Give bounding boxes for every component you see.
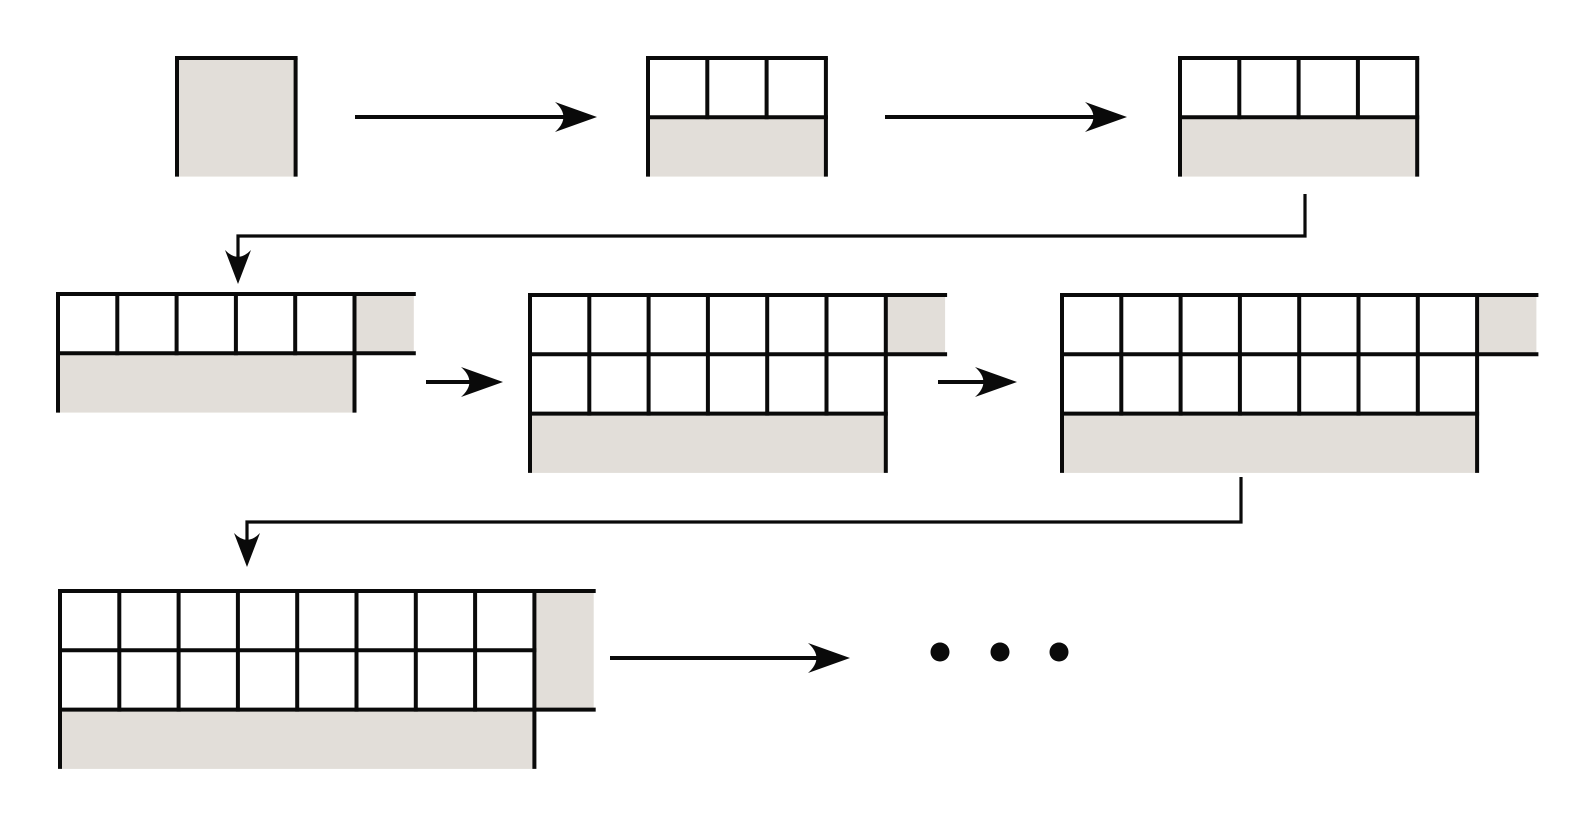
- ellipsis-dot: [930, 642, 950, 662]
- arrow-stage4-to-stage5: [426, 367, 503, 397]
- arrow-stage5-to-stage6: [938, 367, 1017, 397]
- growth-stage-3: [1178, 56, 1420, 177]
- growth-stage-4: [56, 292, 416, 413]
- wrap-arrow-stage6-to-stage7: [234, 477, 1243, 567]
- growth-stage-2: [646, 56, 828, 177]
- ellipsis-dot: [990, 642, 1010, 662]
- ellipsis-dot: [1049, 642, 1069, 662]
- growth-stage-1: [175, 56, 298, 177]
- growth-stage-7: [58, 589, 596, 769]
- growth-stage-5: [528, 293, 948, 473]
- arrow-stage7-to-ellipsis: [610, 643, 850, 673]
- arrow-stage1-to-stage2: [355, 102, 597, 132]
- arrow-stage2-to-stage3: [885, 102, 1127, 132]
- continuation-ellipsis: [930, 642, 1069, 662]
- growth-stage-6: [1060, 293, 1539, 473]
- wrap-arrow-stage3-to-stage4: [225, 194, 1307, 284]
